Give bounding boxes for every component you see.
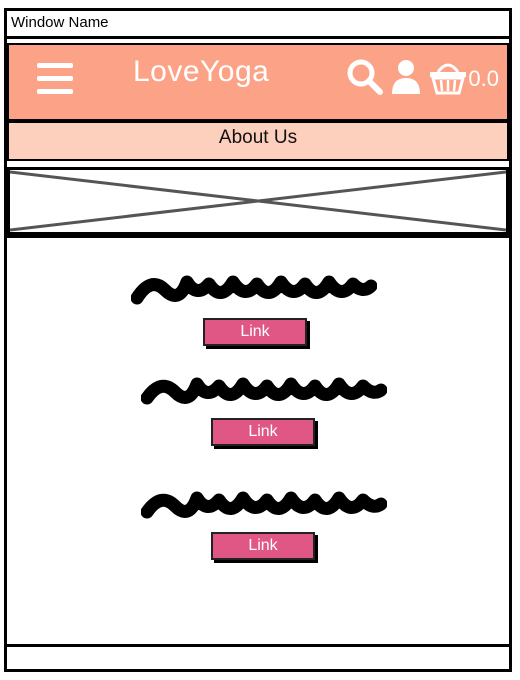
window-titlebar: Window Name: [7, 11, 509, 39]
cart-total[interactable]: 0.0: [468, 66, 499, 91]
site-footer: [7, 647, 509, 669]
search-icon[interactable]: [346, 58, 384, 101]
link-button-3[interactable]: Link: [211, 532, 315, 560]
site-header: LoveYoga: [7, 43, 509, 121]
browser-window: Window Name LoveYoga: [4, 8, 512, 672]
subnav-bar: About Us: [7, 121, 509, 161]
hamburger-menu-icon[interactable]: [37, 63, 73, 95]
subnav-about-us[interactable]: About Us: [218, 127, 298, 148]
banner-image-placeholder: [7, 167, 509, 235]
text-scribble: [141, 377, 387, 405]
main-content: Link Link Link: [7, 235, 509, 647]
header-actions: 0.0: [346, 59, 499, 99]
link-button-2[interactable]: Link: [211, 418, 315, 446]
text-scribble: [141, 491, 387, 519]
text-scribble: [131, 275, 377, 305]
brand-logo[interactable]: LoveYoga: [133, 55, 270, 88]
window-title: Window Name: [11, 14, 109, 31]
basket-icon[interactable]: [428, 58, 468, 101]
link-button-1[interactable]: Link: [203, 318, 307, 346]
user-icon[interactable]: [390, 58, 422, 101]
